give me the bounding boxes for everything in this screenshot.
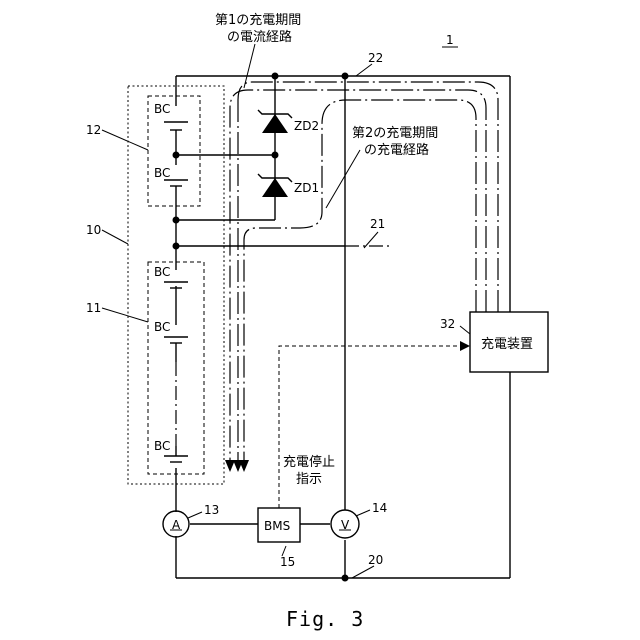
bc-label-5: BC (154, 439, 170, 453)
charger-label: 充電装置 (481, 336, 533, 352)
ref-32: 32 (440, 317, 455, 331)
ref-21: 21 (370, 217, 385, 231)
zener-diode-zd1 (258, 174, 292, 197)
zener-diode-zd2 (258, 110, 292, 133)
charge-stop-label-line2: 指示 (296, 472, 322, 487)
bms-label: BMS (264, 519, 290, 533)
figure-caption: Fig. 3 (286, 607, 364, 631)
zd1-label: ZD1 (294, 181, 319, 195)
first-path-label-line1: 第1の充電期間 (215, 12, 301, 28)
ref-1: 1 (446, 33, 454, 47)
ref-22: 22 (368, 51, 383, 65)
bc-label-4: BC (154, 320, 170, 334)
second-path-label-line2: の充電経路 (364, 142, 429, 158)
wiring (176, 76, 510, 578)
bc-label-2: BC (154, 166, 170, 180)
ref-15: 15 (280, 555, 295, 569)
second-path-label-line1: 第2の充電期間 (352, 125, 438, 141)
voltmeter-label: V (341, 518, 350, 532)
ref-13: 13 (204, 503, 219, 517)
zd2-label: ZD2 (294, 119, 319, 133)
ref-14: 14 (372, 501, 387, 515)
leader-lines (102, 44, 470, 578)
charge-stop-label-line1: 充電停止 (283, 454, 335, 470)
ref-20: 20 (368, 553, 383, 567)
first-path-label-line2: の電流経路 (227, 29, 292, 45)
ammeter-label: A (172, 518, 181, 532)
ref-12: 12 (86, 123, 101, 137)
ref-11: 11 (86, 301, 101, 315)
ref-10: 10 (86, 223, 101, 237)
bc-label-1: BC (154, 102, 170, 116)
bc-label-3: BC (154, 265, 170, 279)
